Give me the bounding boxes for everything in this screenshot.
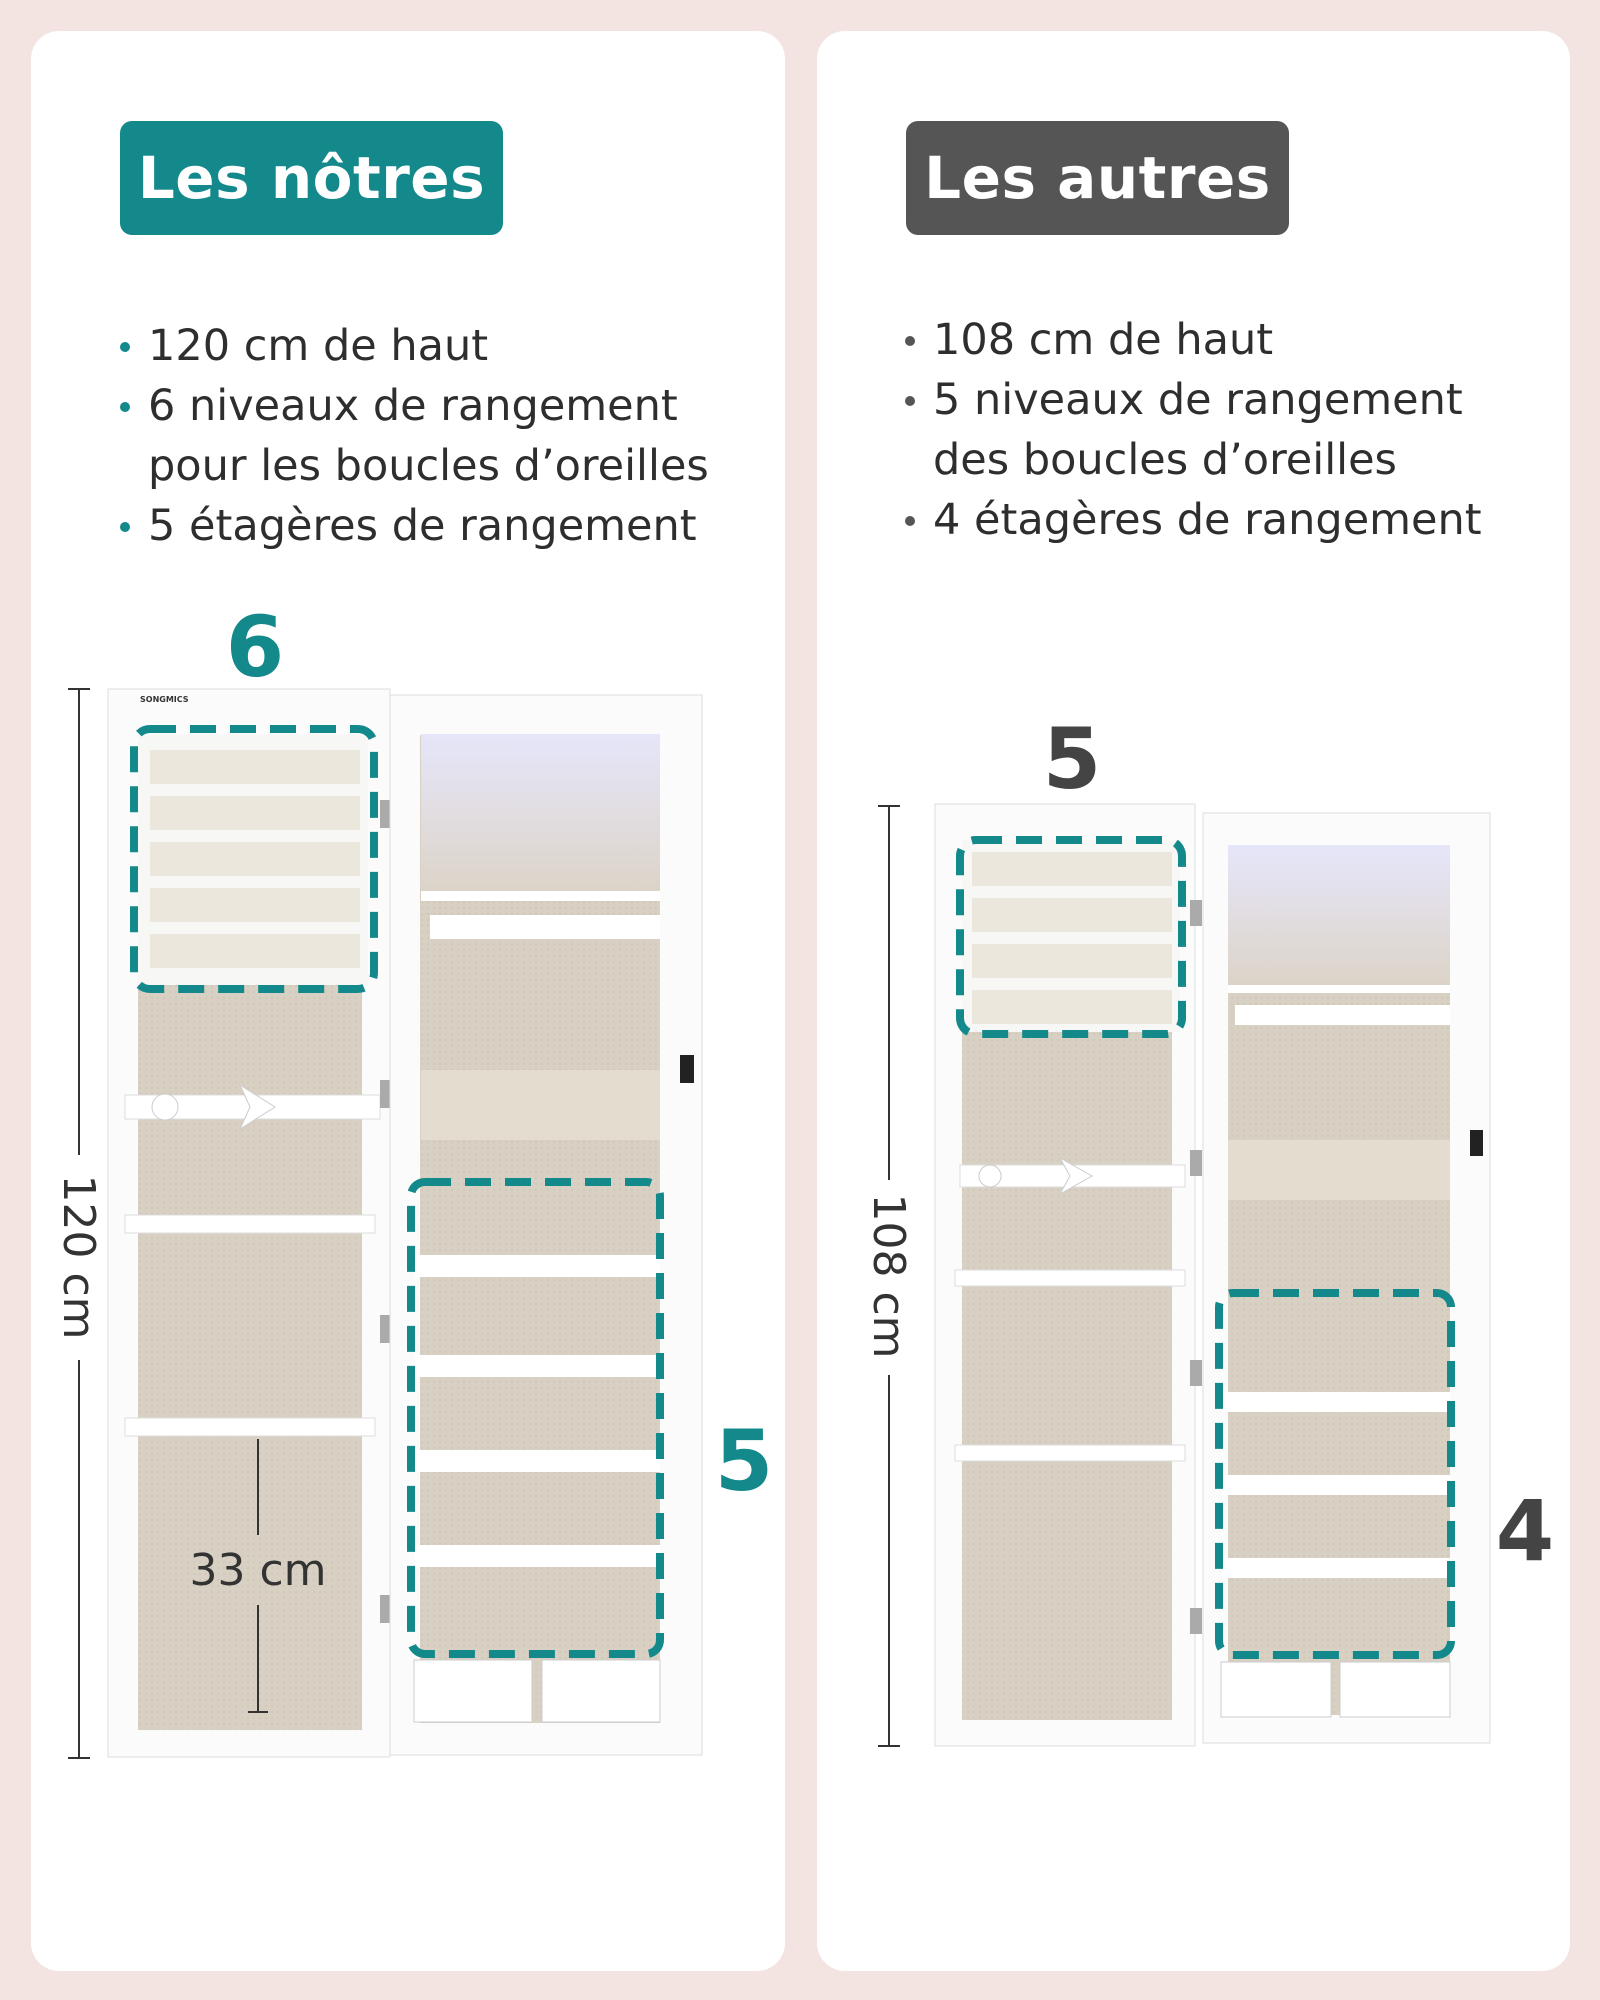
drawer[interactable] <box>413 1659 533 1723</box>
height-label: 108 cm <box>863 1193 914 1358</box>
shelves-highlight <box>407 1178 664 1658</box>
shelf <box>1222 1558 1450 1578</box>
hinge <box>380 1315 392 1343</box>
hinge <box>380 800 392 828</box>
shelves-count: 5 <box>715 1412 773 1510</box>
mirror-lock-bar <box>124 1083 381 1131</box>
led-ring-panel <box>1228 845 1450 985</box>
feature-text: 108 cm de haut <box>933 315 1274 365</box>
earring-levels-count: 5 <box>1043 710 1101 808</box>
earring-highlight <box>956 836 1186 1038</box>
our-cabinet: SONGMICS <box>53 598 773 1759</box>
hinge <box>1190 1150 1202 1176</box>
bullet-icon <box>905 336 915 346</box>
shelf <box>415 1545 660 1567</box>
earring-highlight <box>130 725 378 993</box>
bullet-icon <box>120 522 130 532</box>
shelf <box>1222 1392 1450 1412</box>
hinge <box>1190 1360 1202 1386</box>
feature-text-continued: pour les boucles d’oreilles <box>148 441 709 491</box>
shelf <box>1222 1475 1450 1495</box>
height-label: 120 cm <box>53 1174 104 1339</box>
shelf <box>415 1255 660 1277</box>
others-badge: Les autres <box>906 121 1289 235</box>
feature-text: 6 niveaux de rangement <box>148 381 678 431</box>
hinge <box>1190 900 1202 926</box>
height-dimension: 108 cm <box>863 805 914 1747</box>
necklace-hook-bar <box>954 1269 1186 1287</box>
drawer[interactable] <box>541 1659 661 1723</box>
shelf <box>415 1355 660 1377</box>
necklace-hook-bar <box>1235 1005 1450 1025</box>
necklace-hook-bar <box>124 1417 376 1437</box>
shelf <box>415 1450 660 1472</box>
storage-pouch <box>1228 1140 1450 1200</box>
feature-text: 5 étagères de rangement <box>148 501 697 551</box>
others-feature-list: 108 cm de haut 5 niveaux de rangement des… <box>905 310 1482 550</box>
bullet-icon <box>905 396 915 406</box>
shelves-highlight <box>1215 1289 1455 1659</box>
height-dimension: 120 cm <box>53 688 104 1759</box>
bullet-icon <box>905 516 915 526</box>
feature-text: 120 cm de haut <box>148 321 489 371</box>
feature-item: 108 cm de haut <box>905 310 1482 370</box>
mirror-height-dimension: 33 cm <box>189 1439 327 1713</box>
lock-icon <box>1470 1130 1483 1156</box>
necklace-hook-bar <box>430 915 660 939</box>
led-ring-panel <box>421 734 660 891</box>
storage-pouch <box>421 1070 660 1140</box>
hinge <box>380 1595 392 1623</box>
earring-rack <box>962 840 1180 1032</box>
feature-item: 5 étagères de rangement <box>120 496 709 556</box>
shelves-count: 4 <box>1496 1482 1554 1580</box>
necklace-hook-bar <box>954 1444 1186 1462</box>
drawer[interactable] <box>1339 1661 1451 1718</box>
other-cabinet: 5 4 108 cm <box>863 710 1554 1747</box>
bullet-icon <box>120 402 130 412</box>
bullet-icon <box>120 342 130 352</box>
ours-badge: Les nôtres <box>120 121 503 235</box>
feature-text: 4 étagères de rangement <box>933 495 1482 545</box>
mirror-lock-bar <box>959 1156 1186 1196</box>
necklace-hook-bar <box>124 1214 376 1234</box>
drawer[interactable] <box>1220 1661 1332 1718</box>
earring-levels-count: 6 <box>226 598 284 696</box>
earring-rack <box>138 735 368 985</box>
mirror-height-label: 33 cm <box>189 1545 326 1596</box>
hinge <box>1190 1608 1202 1634</box>
feature-text-continued: des boucles d’oreilles <box>933 435 1397 485</box>
ours-feature-list: 120 cm de haut 6 niveaux de rangement pou… <box>120 316 709 556</box>
lock-icon <box>680 1055 694 1083</box>
feature-item: 6 niveaux de rangement pour les boucles d… <box>120 376 709 496</box>
feature-item: 5 niveaux de rangement des boucles d’orei… <box>905 370 1482 490</box>
brand-logo: SONGMICS <box>140 695 189 704</box>
feature-item: 120 cm de haut <box>120 316 709 376</box>
hinge <box>380 1080 392 1108</box>
feature-item: 4 étagères de rangement <box>905 490 1482 550</box>
feature-text: 5 niveaux de rangement <box>933 375 1463 425</box>
